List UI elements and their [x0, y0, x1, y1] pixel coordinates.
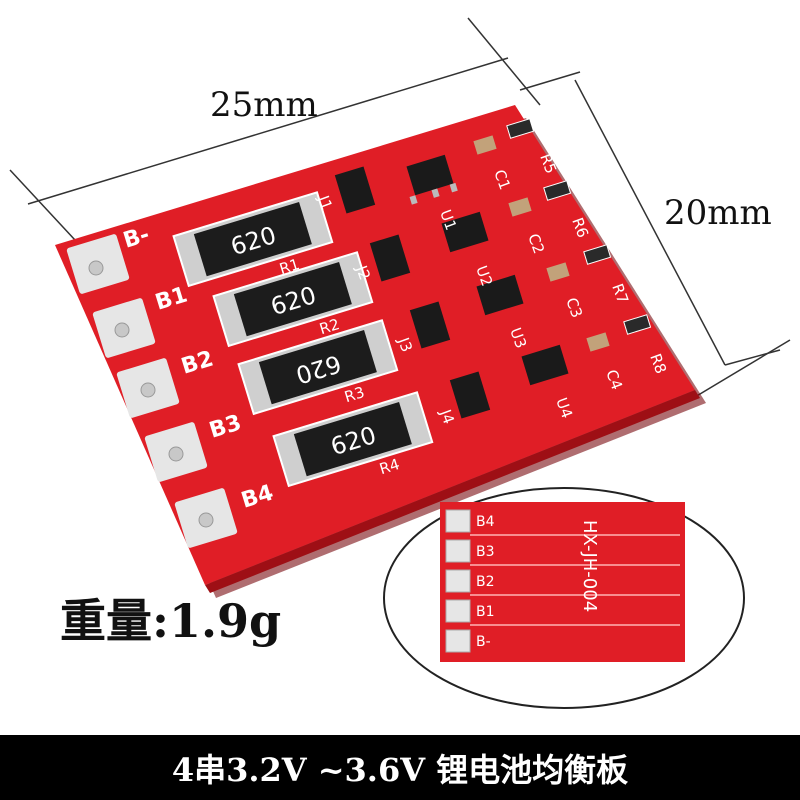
resistor-r3-ref: R3 — [342, 383, 366, 406]
r-label-r7: R7 — [608, 281, 632, 306]
cap-label-c2: C2 — [524, 231, 548, 256]
pcb-edge — [205, 390, 700, 593]
weight-label: 重量:1.9g — [60, 594, 282, 648]
inset-pad-label-b1: B1 — [476, 604, 495, 620]
r-label-r5: R5 — [536, 151, 560, 176]
jumper-label-j3: J3 — [394, 334, 416, 354]
resistor-r4-ref: R4 — [377, 455, 401, 478]
jumper-label-j4: J4 — [436, 406, 458, 426]
resistor-r2-ref: R2 — [317, 315, 341, 338]
cap-label-c3: C3 — [562, 295, 586, 320]
ic-label-u2: U2 — [472, 263, 496, 288]
cap-label-c1: C1 — [490, 167, 514, 192]
caption-text: 4串3.2V ~3.6V 锂电池均衡板 — [171, 751, 629, 789]
jumper-label-j1: J1 — [314, 192, 336, 212]
width-dimension-label: 25mm — [210, 85, 318, 125]
dimension-lines — [9, 17, 791, 401]
ic-label-u4: U4 — [552, 395, 576, 420]
cap-label-c4: C4 — [602, 367, 626, 392]
inset-pad-label-b2: B2 — [476, 574, 495, 590]
inset-pad-label-b-minus: B- — [476, 634, 491, 650]
pad-group — [66, 234, 238, 548]
inset-pad-label-b4: B4 — [476, 514, 495, 530]
caption-bar — [0, 735, 800, 800]
jumper-label-j2: J2 — [352, 262, 374, 282]
inset-photo: B4 B3 B2 B1 B- HX-JH-004 — [383, 487, 745, 709]
ic-label-u1: U1 — [436, 207, 460, 232]
small-component-group — [473, 118, 652, 352]
r-label-r6: R6 — [568, 215, 592, 240]
ic-label-u3: U3 — [506, 325, 530, 350]
r-label-r8: R8 — [646, 351, 670, 376]
height-dimension-label: 20mm — [664, 193, 772, 233]
inset-model-text: HX-JH-004 — [579, 520, 600, 612]
inset-pad-label-b3: B3 — [476, 544, 495, 560]
resistor-group: 620 R1 620 R2 620 R3 620 R4 — [172, 191, 434, 488]
ic-group — [334, 154, 569, 419]
